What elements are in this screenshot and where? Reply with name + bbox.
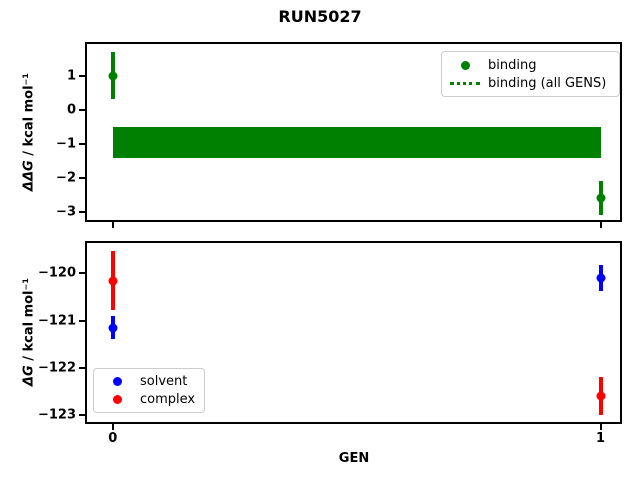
bottom-y-tick [79,366,86,369]
band-binding-all-gens- [112,127,601,159]
legend-row-solvent: solvent [102,373,196,391]
top-y-tick [79,108,86,111]
bottom-y-axis-label-units: / kcal mol⁻¹ [21,277,37,366]
blue-dot-icon [112,377,122,387]
complex-marker-icon [102,394,132,404]
data-point-complex-gen1 [596,391,606,401]
top-y-tick-label: −1 [56,136,76,152]
top-y-tick [79,210,86,213]
data-point-solvent-gen1 [596,273,606,283]
bottom-x-tick-label: 0 [108,431,118,446]
binding-marker-icon [450,60,480,70]
top-y-tick-label: −2 [56,170,76,186]
bottom-y-tick-label: −123 [37,407,76,423]
bottom-y-tick [79,319,86,322]
top-legend: binding binding (all GENS) [441,51,620,97]
legend-row-complex: complex [102,391,196,409]
data-point-binding-gen0 [108,71,118,81]
top-y-tick-label: 1 [66,68,76,84]
x-axis-label: GEN [338,451,370,466]
top-y-axis-label-units: / kcal mol⁻¹ [21,72,37,161]
bottom-y-tick-label: −121 [37,313,76,328]
bottom-y-axis-label-math: ΔG [21,365,37,387]
figure-title: RUN5027 [278,7,362,26]
bottom-x-tick [599,424,602,430]
data-point-complex-gen0 [108,276,118,286]
top-axes-frame [85,42,622,222]
bottom-y-tick-label: −120 [37,265,76,281]
top-x-tick [599,222,602,228]
top-y-tick [79,142,86,145]
legend-row-binding-all-gens: binding (all GENS) [450,74,611,92]
top-y-tick [79,176,86,179]
top-y-tick-label: −3 [56,204,76,220]
legend-label-solvent: solvent [140,374,188,390]
legend-label-binding-all-gens: binding (all GENS) [488,75,607,91]
green-dot-icon [460,60,470,70]
bottom-y-tick [79,272,86,275]
solvent-marker-icon [102,377,132,387]
top-y-axis-label: ΔΔG / kcal mol⁻¹ [22,73,37,191]
bottom-y-tick [79,413,86,416]
bottom-legend: solvent complex [93,368,205,413]
top-x-tick [111,222,114,228]
bottom-y-axis-label: ΔG / kcal mol⁻¹ [22,278,37,386]
bottom-x-tick [111,424,114,430]
top-y-axis-label-math: ΔΔG [21,160,37,192]
data-point-solvent-gen0 [108,323,118,333]
legend-row-binding: binding [450,56,611,74]
red-dot-icon [112,394,122,404]
binding-all-gens-marker-icon [450,81,480,85]
top-y-tick [79,74,86,77]
legend-label-binding: binding [488,57,537,73]
green-dotted-line-icon [450,81,480,85]
bottom-axes-frame [85,241,622,424]
top-y-tick-label: 0 [66,102,76,118]
legend-label-complex: complex [140,391,196,407]
data-point-binding-gen1 [596,193,606,203]
bottom-x-tick-label: 1 [595,431,606,446]
bottom-y-tick-label: −122 [37,360,76,376]
